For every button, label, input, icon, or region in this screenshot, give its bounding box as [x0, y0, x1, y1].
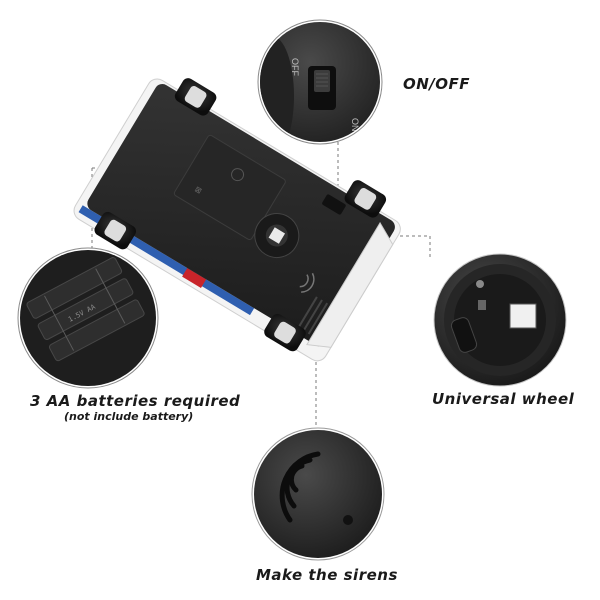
wheel-front-top	[344, 180, 387, 218]
wheel-rear-top	[174, 78, 217, 116]
wheel-front-bottom	[264, 313, 306, 352]
siren-callout	[251, 427, 385, 561]
battery-callout: 1.5V AA	[17, 247, 159, 389]
switch-callout: OFF ON	[257, 19, 383, 145]
battery-sublabel: (not include battery)	[64, 410, 194, 423]
switch-label: ON/OFF	[403, 75, 471, 93]
car-underside: ⊠	[73, 78, 401, 362]
wheel-rear-bottom	[94, 211, 137, 250]
switch-on-text: ON	[350, 118, 360, 132]
battery-label: 3 AA batteries required	[30, 392, 241, 410]
universal-wheel-callout	[433, 253, 567, 387]
speaker-icon	[279, 451, 321, 523]
universal-wheel-label: Universal wheel	[432, 390, 575, 408]
svg-text:⊠: ⊠	[193, 185, 203, 196]
siren-label: Make the sirens	[256, 566, 398, 584]
switch-off-text: OFF	[290, 58, 300, 76]
